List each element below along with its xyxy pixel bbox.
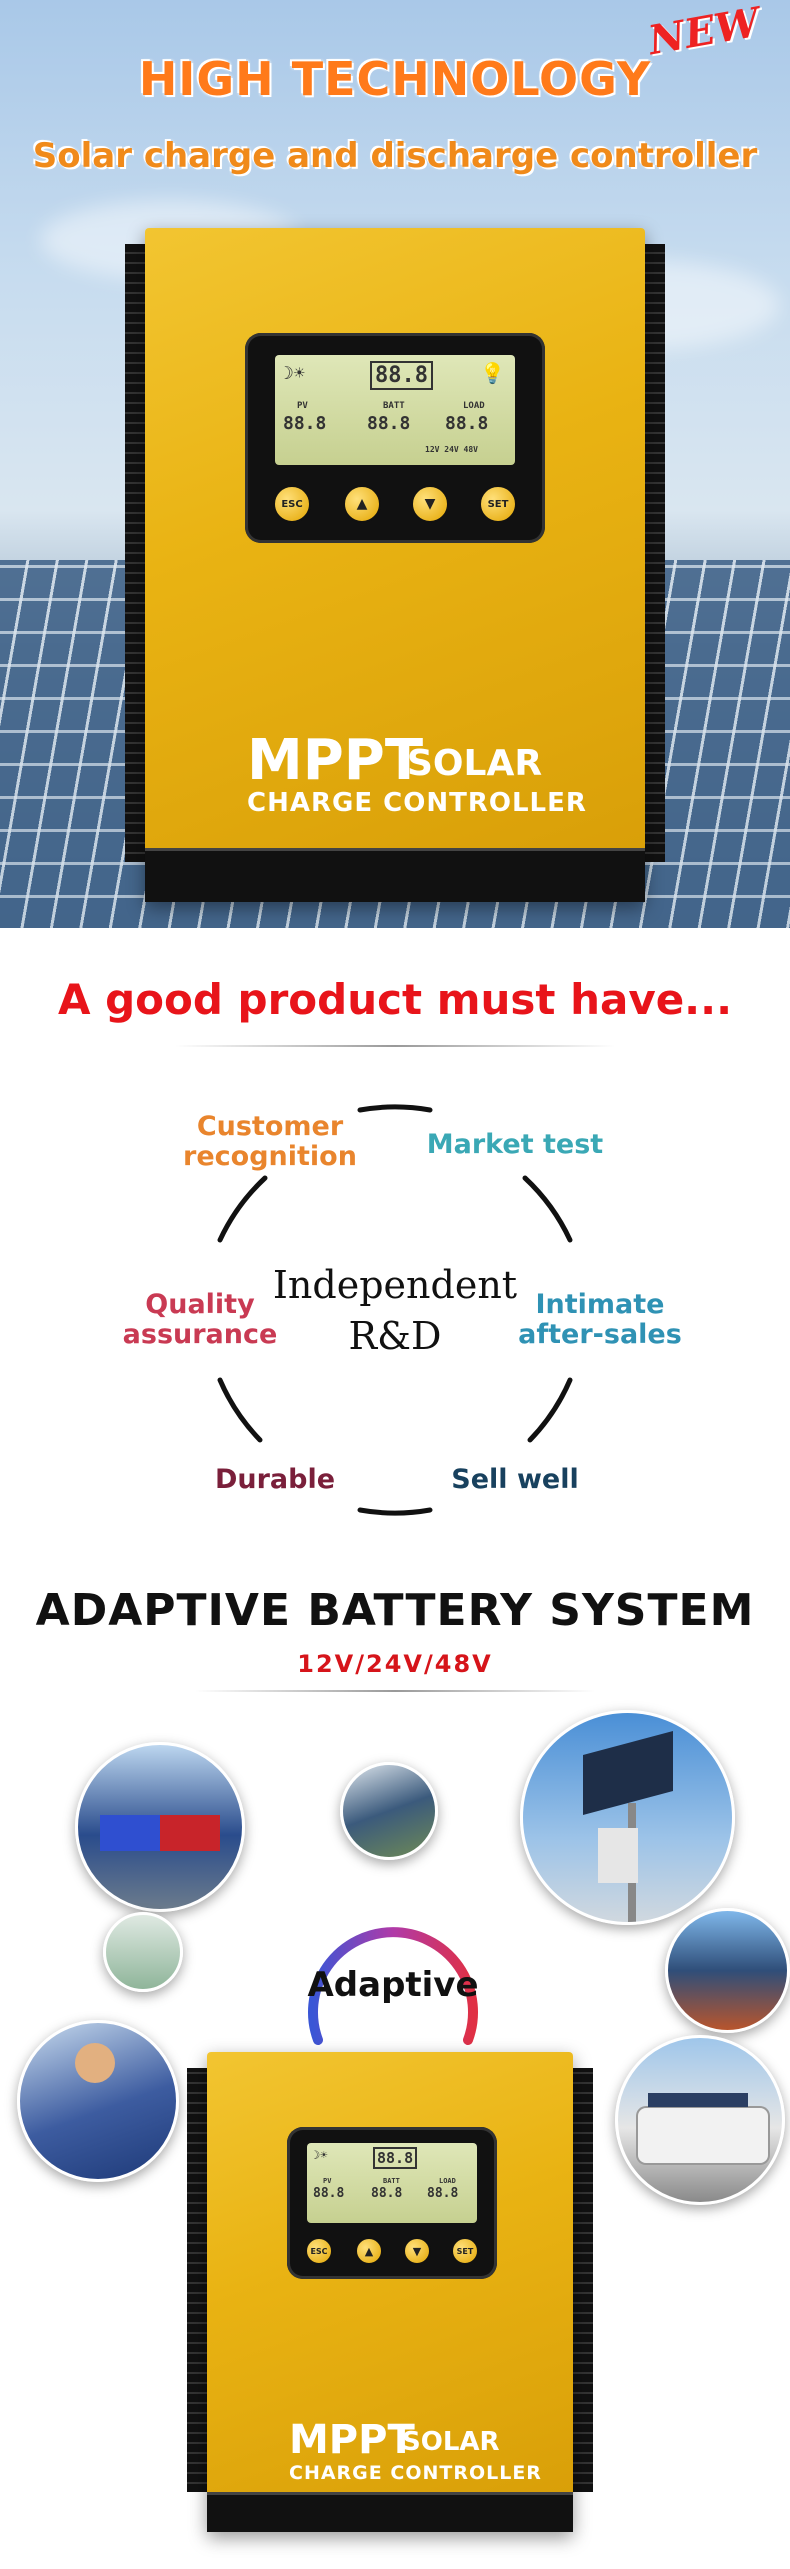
pv-value: 88.8 — [313, 2186, 345, 2201]
feature-line: Quality — [145, 1289, 255, 1320]
lcd-screen: ☽☀ 88.8 💡 PV BATT LOAD 88.8 88.8 88.8 12… — [275, 355, 515, 465]
adaptive-ring — [308, 1927, 478, 2045]
batt-value: 88.8 — [371, 2186, 403, 2201]
charge-controller-device-2: ☽☀ 88.8 PV BATT LOAD 88.8 88.8 88.8 ESC … — [187, 2052, 593, 2532]
feature-durable: Durable — [214, 1464, 336, 1495]
heatsink-right — [571, 2068, 593, 2492]
brand-subtitle: CHARGE CONTROLLER — [289, 2462, 542, 2484]
feature-line: Customer — [196, 1111, 344, 1142]
solar-panel-image — [340, 1762, 438, 1860]
display-frame: ☽☀ 88.8 PV BATT LOAD 88.8 88.8 88.8 ESC … — [287, 2127, 497, 2279]
center-feature: Independent R&D — [250, 1260, 540, 1363]
load-label: LOAD — [439, 2177, 456, 2185]
lcd-screen: ☽☀ 88.8 PV BATT LOAD 88.8 88.8 88.8 — [307, 2143, 477, 2223]
batt-value: 88.8 — [367, 413, 411, 434]
lcd-top-value: 88.8 — [370, 361, 433, 390]
feature-line: recognition — [183, 1140, 357, 1172]
down-button[interactable]: ▼ — [411, 485, 449, 523]
down-button[interactable]: ▼ — [403, 2237, 431, 2265]
hero-title: HIGH TECHNOLOGY — [138, 52, 652, 106]
load-value: 88.8 — [427, 2186, 459, 2201]
esc-button[interactable]: ESC — [305, 2237, 333, 2265]
solar-pole-image — [520, 1710, 735, 1925]
brand-mppt: MPPT — [289, 2417, 415, 2463]
rv-solar-image — [615, 2035, 785, 2205]
battery-divider — [195, 1690, 595, 1692]
lcd-top-value: 88.8 — [373, 2147, 418, 2169]
heatsink-left — [187, 2068, 209, 2492]
charge-controller-device: ☽☀ 88.8 💡 PV BATT LOAD 88.8 88.8 88.8 12… — [125, 228, 665, 902]
lcd-voltages: 12V 24V 48V — [425, 445, 478, 454]
feature-sell-well: Sell well — [451, 1464, 579, 1495]
display-frame: ☽☀ 88.8 💡 PV BATT LOAD 88.8 88.8 88.8 12… — [245, 333, 545, 543]
hero-banner: HIGH TECHNOLOGY Solar charge and dischar… — [0, 0, 790, 928]
brand-mppt: MPPT — [247, 728, 424, 793]
feature-line: assurance — [122, 1318, 278, 1350]
heatsink-left — [125, 244, 147, 862]
brand-solar: SOLAR — [407, 743, 543, 784]
pv-label: PV — [297, 401, 308, 411]
set-button[interactable]: SET — [451, 2237, 479, 2265]
battery-heading: ADAPTIVE BATTERY SYSTEM — [35, 1585, 755, 1636]
heatsink-right — [643, 244, 665, 862]
up-button[interactable]: ▲ — [355, 2237, 383, 2265]
load-value: 88.8 — [445, 413, 489, 434]
small-device-image — [103, 1912, 183, 1992]
load-label: LOAD — [463, 401, 485, 411]
police-light-image — [75, 1742, 245, 1912]
device-base — [207, 2492, 573, 2532]
brand-solar: SOLAR — [402, 2427, 500, 2457]
center-line-2: R&D — [348, 1314, 442, 1359]
center-line-1: Independent — [272, 1263, 518, 1307]
set-button[interactable]: SET — [479, 485, 517, 523]
feature-customer-recognition: Customer recognition — [170, 1112, 370, 1171]
batt-label: BATT — [383, 2177, 400, 2185]
brand-subtitle: CHARGE CONTROLLER — [247, 788, 587, 818]
rooftop-solar-image — [665, 1908, 790, 2033]
pv-label: PV — [323, 2177, 332, 2185]
feature-market-test: Market test — [426, 1129, 604, 1160]
feature-line: Intimate — [535, 1289, 665, 1320]
esc-button[interactable]: ESC — [273, 485, 311, 523]
features-divider — [175, 1045, 615, 1047]
batt-label: BATT — [383, 401, 405, 411]
features-heading: A good product must have... — [57, 975, 733, 1024]
battery-voltages: 12V/24V/48V — [297, 1650, 493, 1678]
feature-intimate-after-sales: Intimate after-sales — [505, 1290, 695, 1349]
up-button[interactable]: ▲ — [343, 485, 381, 523]
bulb-icon: 💡 — [480, 361, 505, 385]
feature-line: after-sales — [518, 1318, 682, 1350]
sun-moon-icon: ☽☀ — [313, 2148, 328, 2162]
device-base — [145, 848, 645, 902]
sun-moon-icon: ☽☀ — [283, 363, 305, 384]
feature-quality-assurance: Quality assurance — [105, 1290, 295, 1349]
pv-value: 88.8 — [283, 413, 327, 434]
hero-subtitle: Solar charge and discharge controller — [32, 136, 758, 176]
adaptive-label: Adaptive — [307, 1965, 479, 2005]
features-circle — [217, 1104, 573, 1516]
installer-image — [17, 2020, 179, 2182]
